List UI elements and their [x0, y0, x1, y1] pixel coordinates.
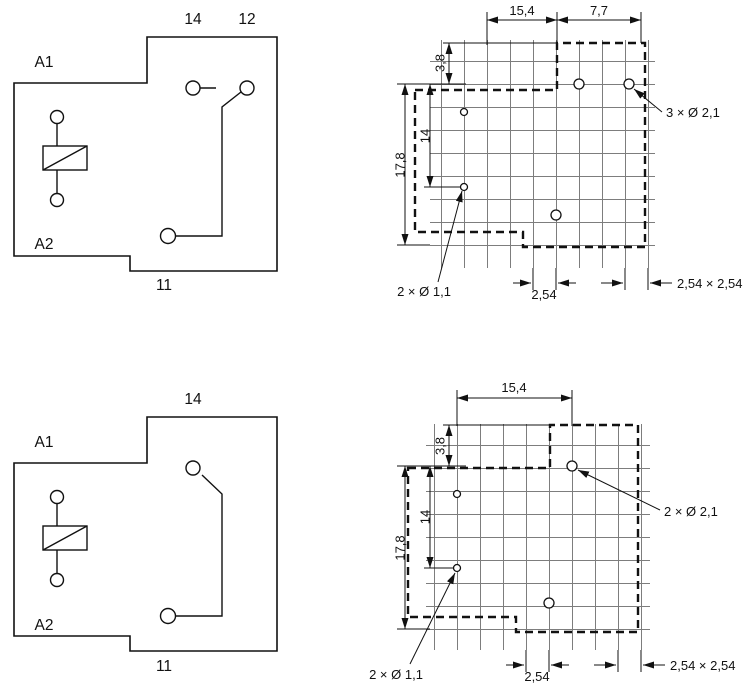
coil-hole-bottom — [452, 563, 462, 573]
terminal-11-circle — [159, 227, 177, 245]
contact-hole-12 — [623, 78, 635, 90]
footprint-outline — [406, 423, 640, 634]
terminal-14-circle — [185, 460, 201, 476]
note-large-holes: 2 × Ø 2,1 — [664, 504, 718, 519]
relay-schematic-spdt: 14 12 A1 A2 11 — [13, 11, 278, 294]
dim-label-14: 14 — [417, 129, 432, 143]
coil-hole-bottom — [459, 182, 469, 192]
leader-small-holes — [409, 572, 456, 665]
relay-body-outline — [13, 36, 278, 272]
circuit-wiring — [56, 474, 223, 617]
terminal-label-a2: A2 — [35, 236, 54, 253]
terminal-label-11: 11 — [156, 658, 172, 675]
terminal-label-a1: A1 — [35, 434, 54, 451]
dim-label-pitch-grid: 2,54 × 2,54 — [670, 658, 735, 673]
leader-small-holes — [437, 190, 463, 283]
contact-hole-14 — [573, 78, 585, 90]
dim-label-3-8: 3,8 — [432, 54, 447, 72]
terminal-a1-circle — [49, 109, 65, 125]
terminal-11-circle — [159, 607, 177, 625]
dim-label-pitch: 2,54 — [531, 287, 556, 302]
terminal-label-a2: A2 — [35, 617, 54, 634]
leader-large-holes — [577, 469, 661, 511]
coil-diagonal — [42, 145, 88, 171]
dim-label-14: 14 — [417, 510, 432, 524]
terminal-12-circle — [239, 80, 255, 96]
note-small-holes: 2 × Ø 1,1 — [369, 667, 423, 682]
coil-hole-top — [452, 489, 462, 499]
raster-grid — [426, 424, 650, 650]
dim-label-pitch-grid: 2,54 × 2,54 — [677, 276, 742, 291]
relay-schematic-spst: 14 A1 A2 11 — [13, 391, 278, 675]
pcb-drill-plan-spdt: 15,4 7,7 3,8 14 17,8 2,54 2,54 × 2,54 3 … — [392, 3, 742, 302]
dim-label-pitch: 2,54 — [524, 669, 549, 684]
dim-label-3-8: 3,8 — [432, 437, 447, 455]
circuit-wiring — [56, 87, 242, 237]
coil-hole-top — [459, 107, 469, 117]
terminal-a2-circle — [49, 572, 65, 588]
coil-diagonal — [42, 525, 88, 551]
terminal-label-14: 14 — [184, 391, 202, 408]
relay-body-outline — [13, 416, 278, 652]
terminal-label-11: 11 — [156, 277, 172, 294]
terminal-a2-circle — [49, 192, 65, 208]
terminal-label-12: 12 — [238, 11, 255, 28]
raster-grid — [430, 40, 655, 268]
leader-large-holes — [633, 88, 663, 113]
pcb-drill-plan-spst: 15,4 3,8 14 17,8 2,54 2,54 × 2,54 2 × Ø … — [369, 380, 735, 684]
terminal-14-circle — [185, 80, 201, 96]
terminal-label-14: 14 — [184, 11, 202, 28]
terminal-label-a1: A1 — [35, 54, 54, 71]
note-large-holes: 3 × Ø 2,1 — [666, 105, 720, 120]
contact-hole-11 — [543, 597, 555, 609]
dim-label-15-4: 15,4 — [509, 3, 534, 18]
dim-label-17-8: 17,8 — [392, 535, 407, 560]
dim-label-7-7: 7,7 — [590, 3, 608, 18]
note-small-holes: 2 × Ø 1,1 — [397, 284, 451, 299]
contact-hole-14 — [566, 460, 578, 472]
dim-label-15-4: 15,4 — [501, 380, 526, 395]
contact-hole-11 — [550, 209, 562, 221]
terminal-a1-circle — [49, 489, 65, 505]
dim-label-17-8: 17,8 — [392, 152, 407, 177]
